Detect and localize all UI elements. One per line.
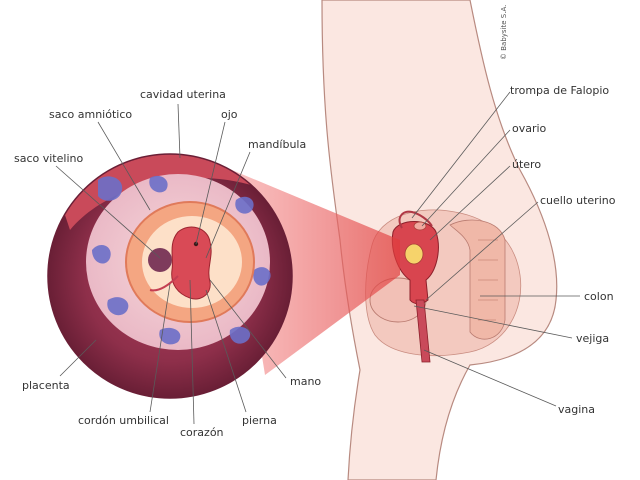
label-vagina: vagina bbox=[558, 403, 595, 416]
leader-pierna bbox=[205, 289, 247, 413]
label-corazon: corazón bbox=[180, 426, 224, 439]
leader-ojo bbox=[195, 121, 226, 245]
leader-mandibula bbox=[205, 151, 251, 259]
label-cordon-umbilical: cordón umbilical bbox=[78, 414, 169, 427]
label-pierna: pierna bbox=[242, 414, 277, 427]
leader-cuello bbox=[425, 201, 539, 301]
label-colon: colon bbox=[584, 290, 614, 303]
leader-cavidad-uterina bbox=[177, 103, 181, 159]
leader-corazon bbox=[189, 279, 195, 425]
uterus-embryo-dot bbox=[404, 243, 424, 265]
vagina-canal bbox=[415, 299, 431, 363]
fallopian-tube bbox=[398, 210, 433, 229]
label-mandibula: mandíbula bbox=[248, 138, 306, 151]
leader-vagina bbox=[423, 349, 557, 407]
label-utero: útero bbox=[512, 158, 541, 171]
label-ovario: ovario bbox=[512, 122, 547, 135]
leader-cordon-umbilical bbox=[149, 283, 171, 413]
label-cavidad-uterina: cavidad uterina bbox=[140, 88, 226, 101]
leader-mano bbox=[209, 279, 287, 379]
ovary-shape bbox=[413, 221, 427, 231]
leader-saco-vitelino bbox=[55, 165, 161, 259]
label-mano: mano bbox=[290, 375, 321, 388]
leader-placenta bbox=[59, 339, 97, 377]
label-saco-amniotico: saco amniótico bbox=[49, 108, 132, 121]
colon-folds bbox=[478, 239, 498, 321]
label-vejiga: vejiga bbox=[576, 332, 609, 345]
leader-trompa bbox=[411, 91, 511, 219]
colon-shape bbox=[449, 219, 506, 340]
leader-vejiga bbox=[413, 305, 573, 339]
label-ojo: ojo bbox=[221, 108, 238, 121]
copyright-text: © Babysite S.A. bbox=[500, 5, 508, 60]
label-cuello-uterino: cuello uterino bbox=[540, 194, 616, 207]
leader-ovario bbox=[421, 129, 511, 227]
leader-saco-amniotico bbox=[97, 121, 151, 211]
label-trompa-de-falopio: trompa de Falopio bbox=[510, 84, 609, 97]
label-saco-vitelino: saco vitelino bbox=[14, 152, 83, 165]
leader-utero bbox=[429, 165, 511, 241]
label-placenta: placenta bbox=[22, 379, 70, 392]
